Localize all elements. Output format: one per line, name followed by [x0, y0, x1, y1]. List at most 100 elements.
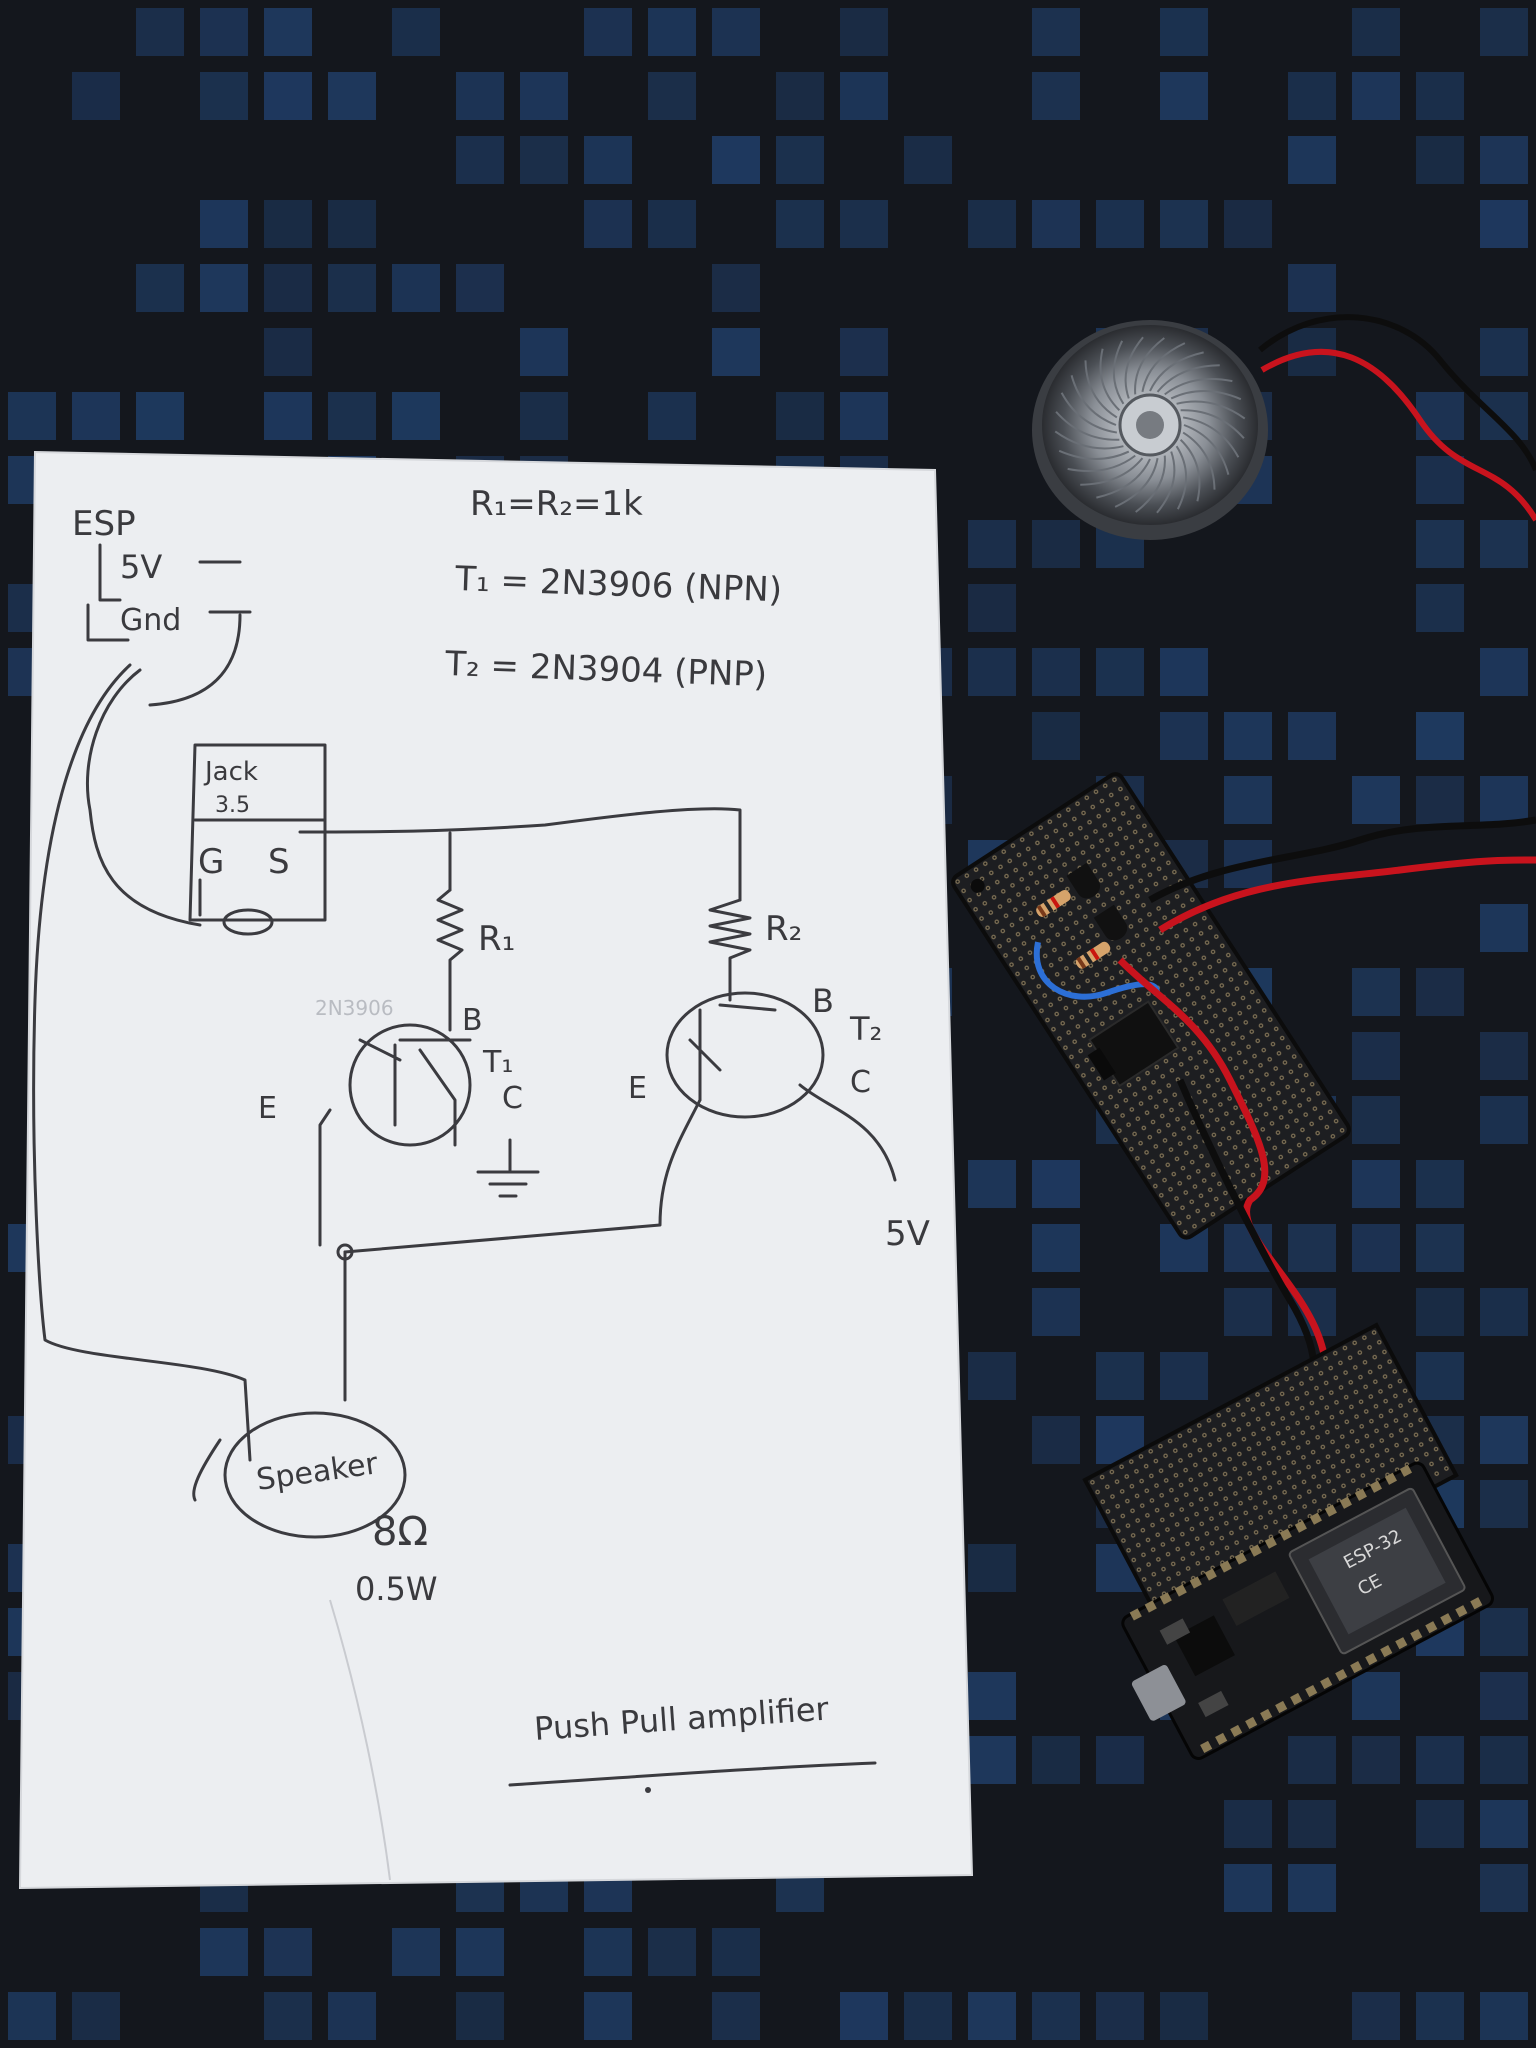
t2-base-label: B — [812, 982, 834, 1020]
header-pin — [1470, 1597, 1483, 1610]
mat-tile — [648, 8, 696, 56]
mat-tile — [1224, 776, 1272, 824]
mat-tile — [1096, 1992, 1144, 2040]
mat-tile — [1480, 1032, 1528, 1080]
jack-s-label: S — [268, 842, 290, 882]
mat-tile — [1480, 1608, 1528, 1656]
mat-tile — [1480, 328, 1528, 376]
header-pin — [1174, 1584, 1187, 1597]
header-pin — [1395, 1637, 1408, 1650]
mat-tile — [840, 328, 888, 376]
mat-tile — [72, 72, 120, 120]
speaker-cone-rib — [1080, 457, 1144, 486]
mat-tile — [968, 200, 1016, 248]
mat-tile — [1416, 1736, 1464, 1784]
mat-tile — [1480, 200, 1528, 248]
resistor-r2 — [1075, 941, 1111, 969]
mat-tile — [648, 72, 696, 120]
mat-tile — [200, 8, 248, 56]
mat-tile — [1480, 776, 1528, 824]
esp-gnd-label: Gnd — [120, 603, 181, 638]
mat-tile — [136, 264, 184, 312]
mat-tile — [456, 136, 504, 184]
mat-tile — [840, 8, 888, 56]
speaker-cone-rib — [1170, 390, 1242, 401]
mat-tile — [1224, 1800, 1272, 1848]
header-pin — [1129, 1608, 1142, 1621]
mat-tile — [1160, 8, 1208, 56]
header-pin — [1320, 1676, 1333, 1690]
mat-tile — [264, 200, 312, 248]
mat-tile — [264, 264, 312, 312]
header-pin — [1399, 1464, 1413, 1477]
speaker-cone-rib — [1141, 342, 1186, 393]
speaker-wire-red — [1260, 348, 1536, 522]
speaker-cone-rib — [1084, 360, 1118, 419]
mat-tile — [328, 264, 376, 312]
speaker-cone-rib — [1180, 409, 1245, 439]
t1-label: T₁ — [482, 1045, 513, 1080]
mat-tile — [520, 328, 568, 376]
mat-tile — [1416, 968, 1464, 1016]
mat-tile — [456, 1992, 504, 2040]
mat-tile — [1032, 1288, 1080, 1336]
speaker-cone-rib — [1175, 445, 1188, 510]
header-pin — [1309, 1512, 1322, 1525]
header-pin — [1440, 1613, 1453, 1626]
header-pin — [1249, 1544, 1262, 1557]
mat-tile — [1416, 1800, 1464, 1848]
speaker-cone-rib — [1182, 431, 1216, 490]
mat-tile — [968, 1736, 1016, 1784]
mat-tile — [1160, 1352, 1208, 1400]
mat-tile — [328, 200, 376, 248]
mat-tile — [648, 1928, 696, 1976]
mat-tile — [776, 200, 824, 248]
speaker-cone-rib — [1135, 455, 1166, 513]
header-pin — [1189, 1576, 1202, 1589]
mat-tile — [1160, 200, 1208, 248]
mat-tile — [520, 72, 568, 120]
mat-tile — [1416, 1288, 1464, 1336]
mat-tile — [1352, 1160, 1400, 1208]
speaker-cone-rib — [1099, 348, 1121, 411]
mat-tile — [904, 136, 952, 184]
header-pin — [1230, 1724, 1243, 1738]
header-pin — [1369, 1480, 1382, 1493]
mat-tile — [776, 136, 824, 184]
speaker-cone-rib — [1156, 451, 1176, 514]
jack-g-label: G — [198, 842, 224, 882]
header-pin — [1324, 1504, 1337, 1517]
mat-tile — [1480, 1992, 1528, 2040]
mat-tile — [1352, 1224, 1400, 1272]
t2-collector-label: C — [850, 1065, 871, 1100]
usb-c-port — [1131, 1664, 1186, 1721]
mat-tile — [1480, 136, 1528, 184]
header-pin — [1264, 1536, 1277, 1549]
header-pin — [1339, 1496, 1352, 1509]
t2-label: T₂ — [849, 1010, 882, 1048]
speaker-power: 0.5W — [355, 1570, 438, 1608]
mat-tile — [1032, 72, 1080, 120]
button-boot — [1198, 1690, 1229, 1718]
mat-tile — [392, 264, 440, 312]
mat-tile — [1032, 1736, 1080, 1784]
mat-tile — [1288, 1736, 1336, 1784]
mat-tile — [1160, 648, 1208, 696]
mat-tile — [200, 1928, 248, 1976]
mat-tile — [392, 392, 440, 440]
mat-tile — [712, 1992, 760, 2040]
mat-tile — [1160, 72, 1208, 120]
r2-label: R₂ — [765, 909, 802, 949]
mat-tile — [1224, 1864, 1272, 1912]
header-pin — [1365, 1653, 1378, 1666]
mat-tile — [968, 520, 1016, 568]
mat-tile — [1480, 8, 1528, 56]
mat-tile — [1480, 1416, 1528, 1464]
mat-tile — [840, 200, 888, 248]
header-pin — [1234, 1552, 1247, 1565]
mat-tile — [904, 1992, 952, 2040]
mat-tile — [1416, 456, 1464, 504]
mat-tile — [1288, 712, 1336, 760]
mat-tile — [712, 8, 760, 56]
mat-tile — [712, 136, 760, 184]
